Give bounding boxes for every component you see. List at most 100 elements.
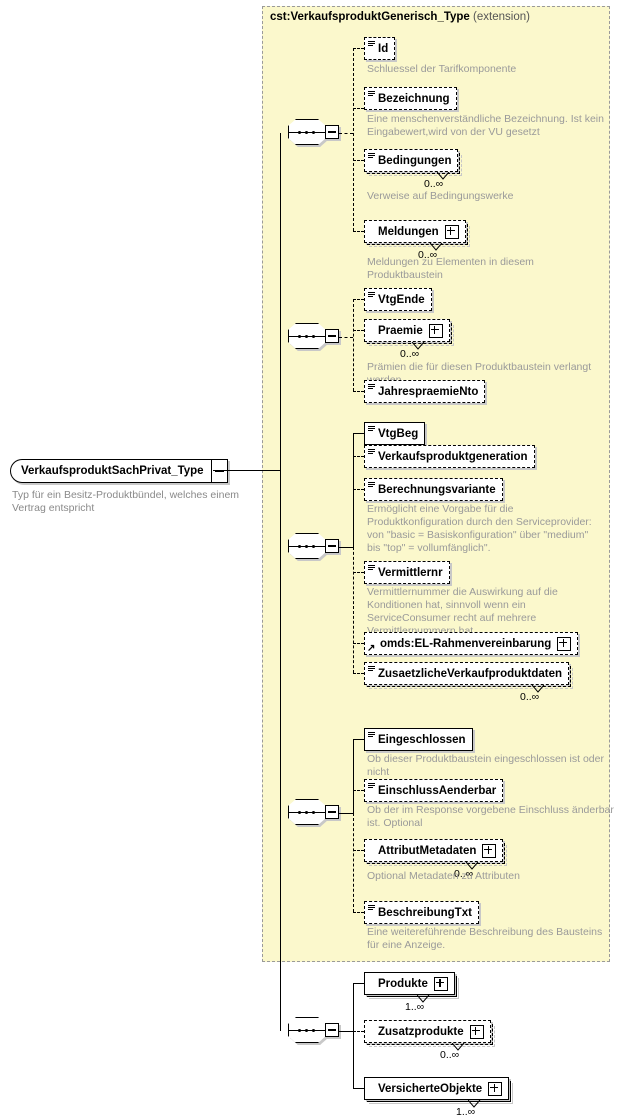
repeat-marker-icon — [466, 862, 479, 870]
element-label: BeschreibungTxt — [378, 906, 472, 919]
expand-icon[interactable] — [482, 843, 497, 858]
minus-icon[interactable] — [325, 329, 339, 343]
connector-g3-bus-dashed — [353, 547, 354, 673]
connector-g4-bus-dashed — [353, 813, 354, 912]
element-box-beschreibungtxt[interactable]: BeschreibungTxt — [364, 901, 479, 924]
element-box-produkte[interactable]: Produkte — [364, 972, 457, 997]
element-box-attributmetadaten[interactable]: AttributMetadaten — [364, 839, 506, 864]
cardinality-label: 0..∞ — [440, 1049, 460, 1061]
minus-icon[interactable] — [325, 125, 339, 139]
repeat-marker-icon — [412, 342, 425, 350]
element-label: Bedingungen — [378, 154, 452, 167]
expand-icon[interactable] — [469, 1024, 484, 1039]
connector-g1-e2 — [353, 108, 364, 109]
cardinality-label: 0..∞ — [520, 691, 540, 703]
element-box-vermittlernr[interactable]: Vermittlernr — [364, 561, 450, 584]
element-box-zusatzprodukte[interactable]: Zusatzprodukte — [364, 1020, 493, 1045]
sequence-compositor-3[interactable] — [288, 533, 340, 561]
connector-g4-stem — [339, 813, 353, 814]
element-label: Id — [378, 42, 389, 55]
cardinality-label: 1..∞ — [405, 1001, 425, 1013]
attributes-icon — [368, 666, 375, 672]
element-label: omds:EL-Rahmenvereinbarung — [380, 637, 552, 650]
element-description: Ob dieser Produktbaustein eingeschlossen… — [367, 753, 604, 778]
element-box-vtgbeg[interactable]: VtgBeg — [364, 422, 426, 445]
element-label: Praemie — [378, 324, 423, 337]
expand-icon[interactable] — [557, 636, 572, 651]
connector-g3-e1 — [353, 433, 364, 434]
connector-g4-e1 — [353, 739, 364, 740]
trunk-lower — [280, 470, 281, 1031]
cardinality-label: 0..∞ — [418, 249, 438, 261]
attributes-icon — [368, 783, 375, 789]
expand-icon[interactable] — [428, 323, 443, 338]
repeat-marker-icon — [452, 1043, 465, 1051]
cardinality-label: 0..∞ — [454, 868, 474, 880]
element-box-praemie[interactable]: Praemie — [364, 319, 452, 344]
element-box-versicherteobjekte[interactable]: VersicherteObjekte — [364, 1077, 512, 1102]
element-description: Meldungen zu Elementen in diesem Produkt… — [367, 256, 534, 281]
root-type-node[interactable]: VerkaufsproduktSachPrivat_Type — [10, 459, 228, 483]
repeat-marker-icon — [437, 172, 450, 180]
element-box-vtgende[interactable]: VtgEnde — [364, 288, 432, 311]
element-description: Ermöglicht eine Vorgabe für die Produktk… — [367, 503, 592, 554]
sequence-compositor-5[interactable] — [288, 1017, 340, 1045]
connector-g5-e1 — [353, 983, 364, 984]
cardinality-label: 0..∞ — [400, 348, 420, 360]
connector-g1-e4 — [353, 231, 364, 232]
connector-g1-e3 — [353, 160, 364, 161]
attributes-icon — [368, 905, 375, 911]
element-box-id[interactable]: Id — [364, 37, 396, 60]
minus-icon[interactable] — [325, 539, 339, 553]
attributes-icon — [368, 153, 375, 159]
connector-g2-e1 — [353, 299, 364, 300]
element-box-meldungen[interactable]: Meldungen — [364, 220, 468, 245]
element-description: Eine menschenverständliche Bezeichnung. … — [367, 113, 604, 138]
sequence-compositor-2[interactable] — [288, 323, 340, 351]
attributes-icon — [368, 565, 375, 571]
expand-icon[interactable] — [433, 976, 448, 991]
extension-title: cst:VerkaufsproduktGenerisch_Type (exten… — [270, 11, 530, 23]
attributes-icon — [368, 732, 375, 738]
sequence-compositor-4[interactable] — [288, 799, 340, 827]
element-box-eingeschlossen[interactable]: Eingeschlossen — [364, 728, 473, 751]
repeat-marker-icon — [468, 1100, 481, 1108]
expand-icon[interactable] — [444, 224, 459, 239]
minus-icon[interactable] — [325, 1023, 339, 1037]
root-type-label: VerkaufsproduktSachPrivat_Type — [10, 459, 211, 483]
element-box-el-rahmenvereinbarung[interactable]: ↗ omds:EL-Rahmenvereinbarung — [364, 632, 579, 655]
trunk-upper — [280, 133, 281, 470]
attributes-icon — [368, 91, 375, 97]
connector-g2-stem — [339, 337, 353, 338]
connector-g4-e3 — [353, 850, 364, 851]
element-box-zusaetzlicheverkaufproduktdaten[interactable]: ZusaetzlicheVerkaufproduktdaten — [364, 662, 572, 687]
connector-g1-bus — [353, 48, 354, 231]
reference-arrow-icon: ↗ — [367, 643, 376, 654]
connector-g4-bus-solid — [353, 739, 354, 813]
minus-icon[interactable] — [210, 459, 228, 483]
connector-g4-e4 — [353, 912, 364, 913]
element-description: Ob der im Response vorgebene Einschluss … — [367, 804, 614, 829]
minus-icon[interactable] — [325, 805, 339, 819]
connector-g5-e2 — [353, 1031, 364, 1032]
element-box-bezeichnung[interactable]: Bezeichnung — [364, 87, 457, 110]
connector-g3-bus-solid — [353, 433, 354, 547]
element-label: JahrespraemieNto — [378, 385, 479, 398]
connector-g3-stem — [339, 547, 353, 548]
connector-g3-e4 — [353, 572, 364, 573]
element-label: Eingeschlossen — [378, 733, 466, 746]
attributes-icon — [368, 384, 375, 390]
element-box-berechnungsvariante[interactable]: Berechnungsvariante — [364, 478, 503, 501]
sequence-compositor-1[interactable] — [288, 119, 340, 147]
element-box-bedingungen[interactable]: Bedingungen — [364, 149, 461, 174]
element-box-einschlussaenderbar[interactable]: EinschlussAenderbar — [364, 779, 504, 802]
attributes-icon — [368, 482, 375, 488]
cardinality-label: 1..∞ — [456, 1106, 476, 1118]
element-label: Berechnungsvariante — [378, 483, 496, 496]
element-label: Meldungen — [378, 225, 439, 238]
element-box-jahrespraemiento[interactable]: JahrespraemieNto — [364, 380, 486, 403]
element-box-verkaufsproduktgeneration[interactable]: Verkaufsproduktgeneration — [364, 445, 535, 468]
connector-g2-bus — [353, 299, 354, 391]
expand-icon[interactable] — [488, 1081, 503, 1096]
repeat-marker-icon — [532, 685, 545, 693]
